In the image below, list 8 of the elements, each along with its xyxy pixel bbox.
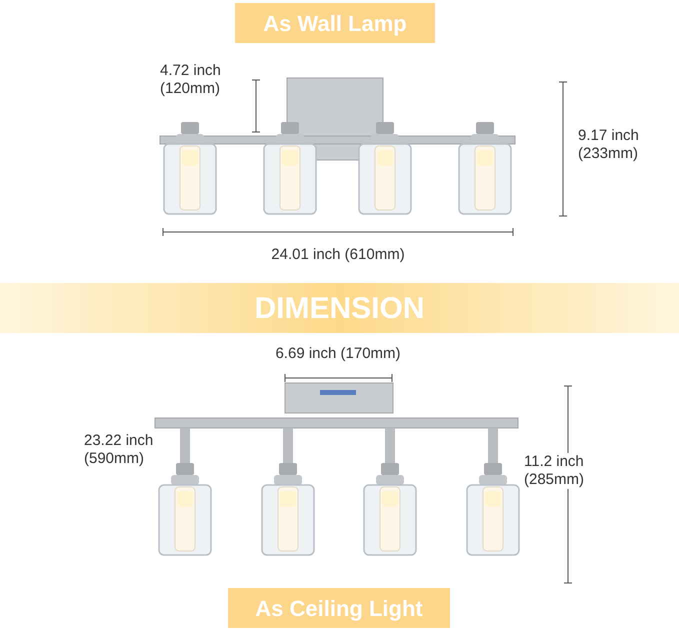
dimension-text: 24.01 inch (610mm) — [270, 246, 406, 264]
heading-banner: As Wall Lamp — [235, 3, 435, 43]
title-banner: DIMENSION — [0, 283, 679, 333]
dimension-text: 6.69 inch (170mm) — [274, 345, 402, 363]
dimension-text: 4.72 inch (120mm) — [160, 62, 222, 98]
dimension-text: 23.22 inch (590mm) — [84, 432, 154, 468]
dimension-text: 9.17 inch (233mm) — [578, 127, 640, 163]
heading-banner: As Ceiling Light — [228, 588, 450, 628]
